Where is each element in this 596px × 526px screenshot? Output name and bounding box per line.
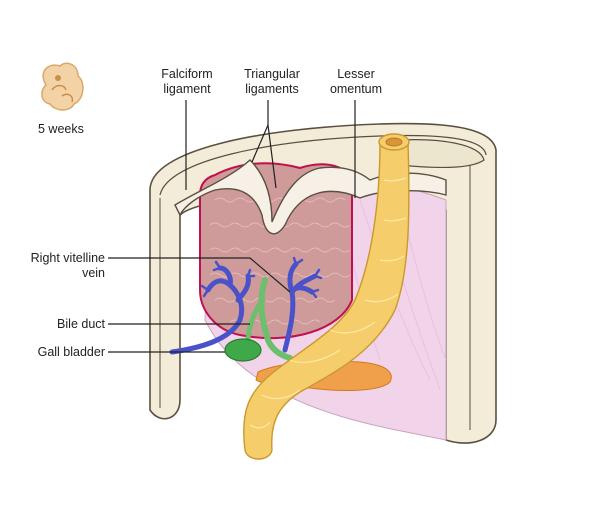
right-vitelline-vein	[169, 261, 318, 355]
label-triangular-2: ligaments	[245, 82, 299, 96]
label-lesser-1: Lesser	[337, 67, 375, 81]
label-vitelline-1: Right vitelline	[31, 251, 105, 265]
label-gall-bladder: Gall bladder	[38, 345, 105, 359]
label-triangular-1: Triangular	[244, 67, 300, 81]
vein-branch-tips	[200, 256, 323, 299]
label-bile-duct: Bile duct	[57, 317, 105, 331]
stage-label: 5 weeks	[38, 122, 84, 136]
gall-bladder	[224, 338, 262, 362]
label-falciform-1: Falciform	[161, 67, 212, 81]
bile-duct	[258, 277, 293, 361]
label-falciform-2: ligament	[163, 82, 211, 96]
triangular-ligament-fold	[174, 159, 447, 235]
label-lesser-2: omentum	[330, 82, 382, 96]
bile-duct-branch	[245, 297, 266, 341]
gut-opening	[378, 133, 410, 151]
triangular-leader-right	[267, 124, 277, 189]
label-vitelline-2: vein	[82, 266, 105, 280]
embryo-thumbnail-icon	[41, 62, 84, 111]
vitelline-leader	[108, 257, 291, 293]
gut-texture	[249, 177, 407, 429]
gut-tube	[243, 141, 410, 460]
leader-lines	[108, 100, 356, 353]
liver-texture	[209, 197, 351, 325]
